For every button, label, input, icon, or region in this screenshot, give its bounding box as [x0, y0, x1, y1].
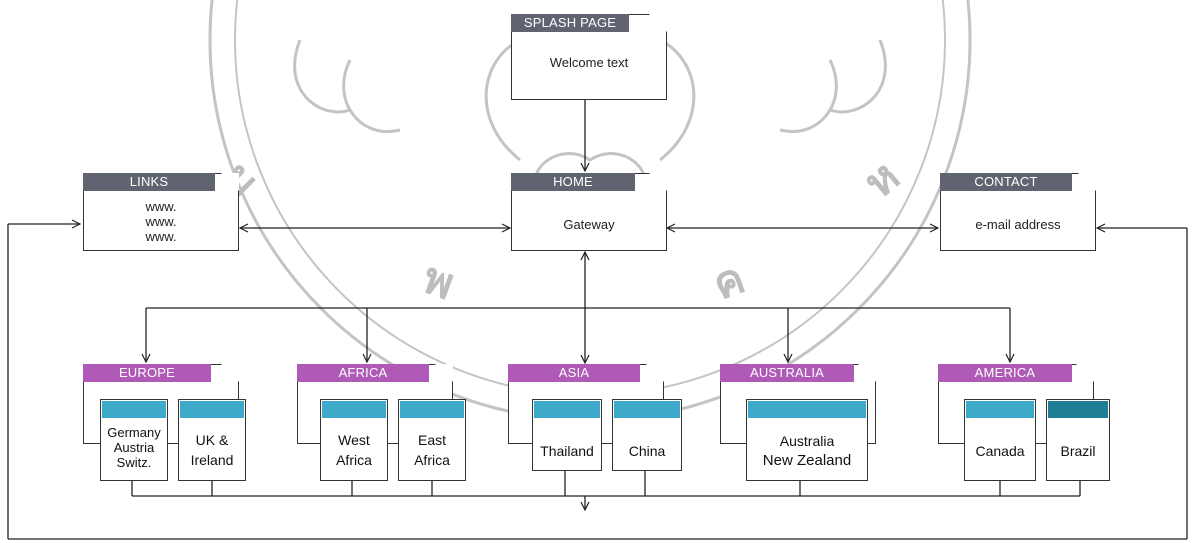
subpage-label-2: Africa [336, 452, 372, 468]
subpage-east-africa: East Africa [398, 399, 466, 481]
subpage-label-1: East [417, 432, 446, 448]
links-line-3: www. [145, 229, 177, 244]
subpage-label-2: Ireland [190, 452, 234, 468]
subpage-cap [180, 401, 244, 418]
subpage-cap [966, 401, 1034, 418]
region-africa-title: AFRICA [297, 364, 429, 382]
splash-page-text: Welcome text [549, 55, 629, 70]
subpage-label-1: UK & [195, 432, 229, 448]
links-line-1: www. [145, 199, 177, 214]
subpage-china: China [612, 399, 682, 471]
subpage-canada: Canada [964, 399, 1036, 481]
subpage-cap [534, 401, 600, 418]
subpage-label-3: Switz. [116, 455, 152, 470]
links-title: LINKS [83, 173, 215, 191]
subpage-label-1: Brazil [1060, 443, 1096, 459]
subpage-cap [400, 401, 464, 418]
contact-box: CONTACT e-mail address [940, 173, 1096, 251]
subpage-cap [748, 401, 866, 418]
region-europe-title: EUROPE [83, 364, 211, 382]
subpage-brazil: Brazil [1046, 399, 1110, 481]
subpage-label-2: Africa [414, 452, 450, 468]
links-box: LINKS www. www. www. [83, 173, 239, 251]
contact-text: e-mail address [975, 217, 1061, 232]
subpage-label-1: Thailand [540, 443, 594, 459]
subpage-label-2: Austria [113, 440, 155, 455]
splash-page-box: SPLASH PAGE Welcome text [511, 14, 667, 100]
subpage-thailand: Thailand [532, 399, 602, 471]
subpage-west-africa: West Africa [320, 399, 388, 481]
subpage-cap [102, 401, 166, 418]
subpage-label-1: West [338, 432, 370, 448]
contact-title: CONTACT [940, 173, 1072, 191]
subpage-cap [322, 401, 386, 418]
home-text: Gateway [563, 217, 615, 232]
links-line-2: www. [145, 214, 177, 229]
subpage-australia-new-zealand: Australia New Zealand [746, 399, 868, 481]
subpage-label-2: New Zealand [762, 452, 852, 469]
region-asia-title: ASIA [508, 364, 640, 382]
subpage-label-1: Australia [779, 433, 835, 449]
subpage-cap [614, 401, 680, 418]
subpage-label-1: China [628, 443, 666, 459]
splash-page-title: SPLASH PAGE [511, 14, 629, 32]
region-australia-title: AUSTRALIA [720, 364, 854, 382]
subpage-label-1: Germany [107, 425, 161, 440]
home-box: HOME Gateway [511, 173, 667, 251]
region-america-title: AMERICA [938, 364, 1072, 382]
subpage-uk-ireland: UK & Ireland [178, 399, 246, 481]
home-title: HOME [511, 173, 635, 191]
subpage-germany-austria-switz: Germany Austria Switz. [100, 399, 168, 481]
subpage-cap [1048, 401, 1108, 418]
subpage-label-1: Canada [975, 443, 1025, 459]
